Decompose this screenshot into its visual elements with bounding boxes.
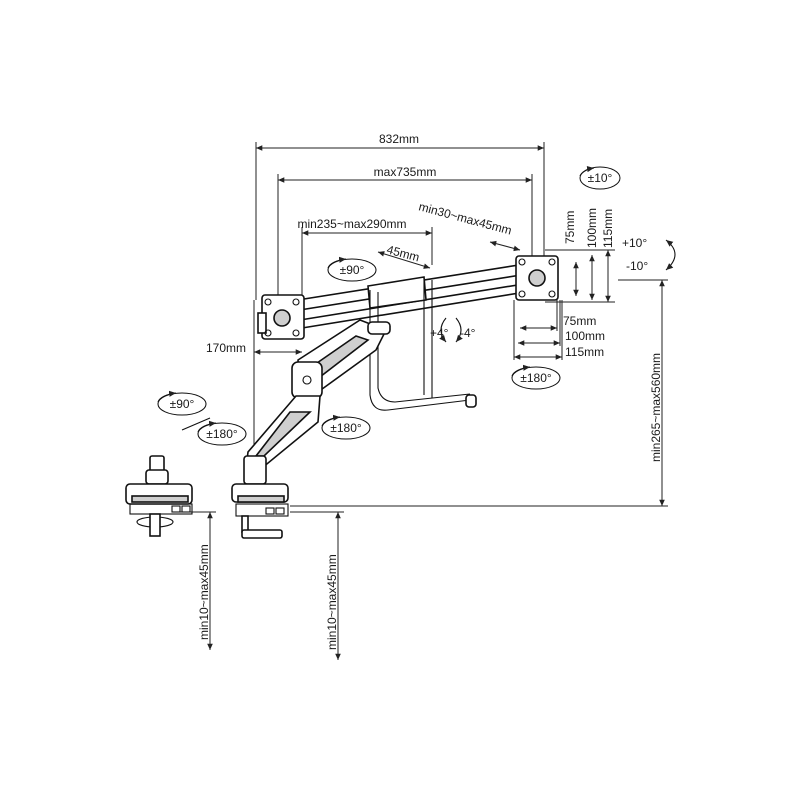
swivel-left-indicator: ±90° xyxy=(157,390,207,416)
dimension-overall-width: 832mm xyxy=(255,132,545,300)
overall-width-label: 832mm xyxy=(379,132,419,146)
tilt-indicator-right: +10° -10° xyxy=(622,236,676,273)
dimension-vesa-horizontal: 75mm 100mm 115mm xyxy=(513,300,605,360)
depth-label: 170mm xyxy=(206,341,246,355)
vesa-v-115: 115mm xyxy=(601,209,615,248)
tilt-down-label: -10° xyxy=(626,259,648,273)
offset-label: 45mm xyxy=(385,242,421,264)
bar-tilt-indicator: +4° -4° xyxy=(430,317,476,343)
swivel-left-label: ±90° xyxy=(170,397,195,411)
swivel-head-indicator: ±90° xyxy=(327,256,377,282)
grommet-base xyxy=(125,455,193,537)
clamp-a-label: min10~max45mm xyxy=(197,544,211,640)
base-clamp xyxy=(231,455,289,539)
right-vesa-plate xyxy=(515,255,559,301)
vesa-h-100: 100mm xyxy=(565,329,605,343)
rotate-right-indicator: ±180° xyxy=(511,364,561,390)
height-label: min265~max560mm xyxy=(649,353,663,462)
dimension-tilt-arm: min30~max45mm xyxy=(417,199,521,252)
bar-tilt-pos-label: +4° xyxy=(430,326,449,340)
rotate-right-label: ±180° xyxy=(520,371,552,385)
rotate-top-label: ±10° xyxy=(588,171,613,185)
dimension-offset: 45mm xyxy=(377,242,431,269)
swivel-head-label: ±90° xyxy=(340,263,365,277)
elbow-joint xyxy=(291,361,323,399)
rotate-left-label: ±180° xyxy=(206,427,238,441)
dimension-height: min265~max560mm xyxy=(290,279,668,507)
rotate-top-indicator: ±10° xyxy=(579,166,621,190)
dimension-vesa-vertical: 75mm 100mm 115mm xyxy=(545,208,615,303)
dimension-clamp-b: min10~max45mm xyxy=(290,511,344,660)
rotate-left-indicator: ±180° xyxy=(181,417,247,446)
dimension-depth: 170mm xyxy=(206,300,302,456)
center-pole xyxy=(367,276,477,411)
vesa-h-75: 75mm xyxy=(563,314,596,328)
vesa-v-100: 100mm xyxy=(585,208,599,248)
dimension-clamp-a: min10~max45mm xyxy=(180,511,216,650)
left-vesa-plate xyxy=(257,294,305,340)
vesa-v-75: 75mm xyxy=(563,211,577,244)
arm-rotate-label: ±180° xyxy=(330,421,362,435)
arm-span-label: max735mm xyxy=(374,165,437,179)
arm-rotate-indicator: ±180° xyxy=(321,414,371,440)
dimension-pole-width: min235~max290mm xyxy=(297,217,433,300)
clamp-b-label: min10~max45mm xyxy=(325,554,339,650)
tilt-up-label: +10° xyxy=(622,236,647,250)
vesa-h-115: 115mm xyxy=(565,345,604,359)
pole-width-label: min235~max290mm xyxy=(297,217,406,231)
bar-tilt-neg-label: -4° xyxy=(460,326,476,340)
dimension-arm-span: max735mm xyxy=(277,165,533,300)
